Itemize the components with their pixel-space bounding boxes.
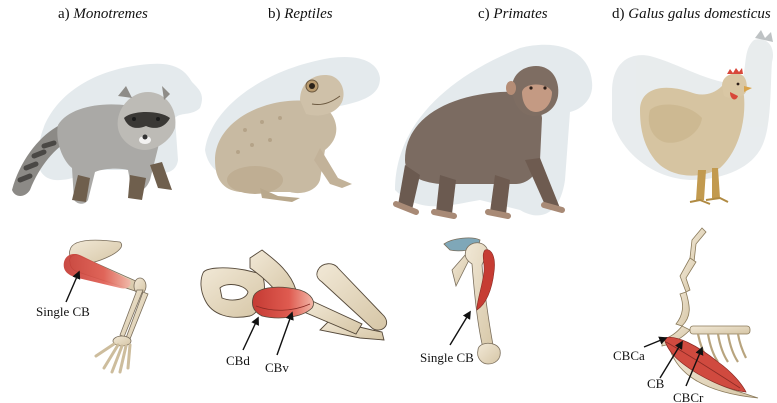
panel-a-arrow-single-cb	[65, 270, 81, 303]
panel-c-taxon: Primates	[493, 6, 548, 22]
panel-c-coracobrachialis-muscle	[476, 249, 495, 311]
panel-d-hen	[640, 68, 752, 205]
panel-d-taxon: Galus galus domesticus	[628, 6, 771, 22]
panel-d-arrow-cbca	[643, 336, 668, 348]
panel-a-prefix: a)	[58, 6, 70, 22]
panel-b-taxon: Reptiles	[284, 6, 333, 22]
panel-d-arrow-cb	[659, 340, 683, 379]
panel-c-arrow-single-cb	[449, 310, 471, 346]
panel-b-shoulder-girdle-skeleton	[200, 249, 388, 341]
label-single-cb-primates: Single CB	[420, 350, 474, 365]
panel-c-prefix: c)	[478, 6, 490, 22]
panel-b-prefix: b)	[268, 6, 281, 22]
panel-a-taxon: Monotremes	[73, 6, 148, 22]
panel-b-title: b) Reptiles	[268, 6, 333, 23]
panel-d-title: d) Galus galus domesticus	[612, 6, 771, 23]
panel-b-arrow-cbv	[276, 311, 294, 356]
label-cbcr: CBCr	[673, 390, 704, 403]
panel-c-chimpanzee	[393, 66, 565, 219]
panel-d-prefix: d)	[612, 6, 625, 22]
panel-a-raccoon	[12, 86, 176, 204]
panel-a-title: a) Monotremes	[58, 6, 148, 23]
panel-a-coracobrachialis-muscle	[63, 254, 131, 289]
panel-d-arrow-cbcr	[685, 346, 704, 387]
label-cbd: CBd	[226, 353, 250, 368]
label-cbv: CBv	[265, 360, 289, 375]
panel-c-title: c) Primates	[478, 6, 548, 23]
label-single-cb-monotremes: Single CB	[36, 304, 90, 319]
label-cb: CB	[647, 376, 665, 391]
panel-b-coracobrachialis-muscles	[252, 286, 314, 319]
panel-b-toad	[215, 75, 352, 202]
label-cbca: CBCa	[613, 348, 645, 363]
panel-b-arrow-cbd	[242, 316, 259, 351]
